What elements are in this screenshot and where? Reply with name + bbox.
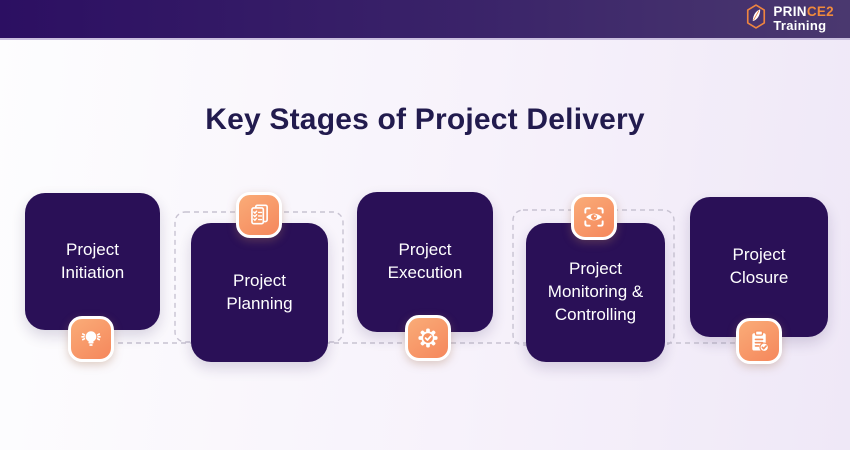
page-title: Key Stages of Project Delivery bbox=[205, 103, 645, 136]
eye-monitor-icon bbox=[571, 194, 617, 240]
stage-card-project-closure: Project Closure bbox=[690, 197, 828, 337]
brand-name: PRINCE2 bbox=[773, 4, 834, 20]
brand-name-accent: CE2 bbox=[806, 4, 834, 20]
stage-card-project-execution: Project Execution bbox=[357, 192, 493, 332]
clipboard-check-icon bbox=[736, 318, 782, 364]
brand-logo: PRINCE2 Training bbox=[745, 3, 834, 35]
gear-check-icon bbox=[405, 315, 451, 361]
stage-label: Project Closure bbox=[729, 245, 789, 287]
header-bar: PRINCE2 Training bbox=[0, 0, 850, 40]
lightbulb-icon bbox=[68, 316, 114, 362]
stage-label: Project Execution bbox=[387, 240, 463, 282]
stage-label: Project Planning bbox=[226, 270, 293, 313]
prince2-logo-icon bbox=[745, 3, 767, 35]
brand-subname: Training bbox=[773, 18, 827, 34]
stage-card-project-planning: Project Planning bbox=[191, 223, 328, 362]
stage-label: Project Initiation bbox=[60, 239, 125, 282]
stage-label: Project Monitoring & Controlling bbox=[547, 259, 644, 324]
checklist-icon bbox=[236, 192, 282, 238]
brand-text: PRINCE2 Training bbox=[773, 5, 834, 33]
stage-card-project-monitoring-controlling: Project Monitoring & Controlling bbox=[526, 223, 665, 362]
stage-card-project-initiation: Project Initiation bbox=[25, 193, 160, 330]
